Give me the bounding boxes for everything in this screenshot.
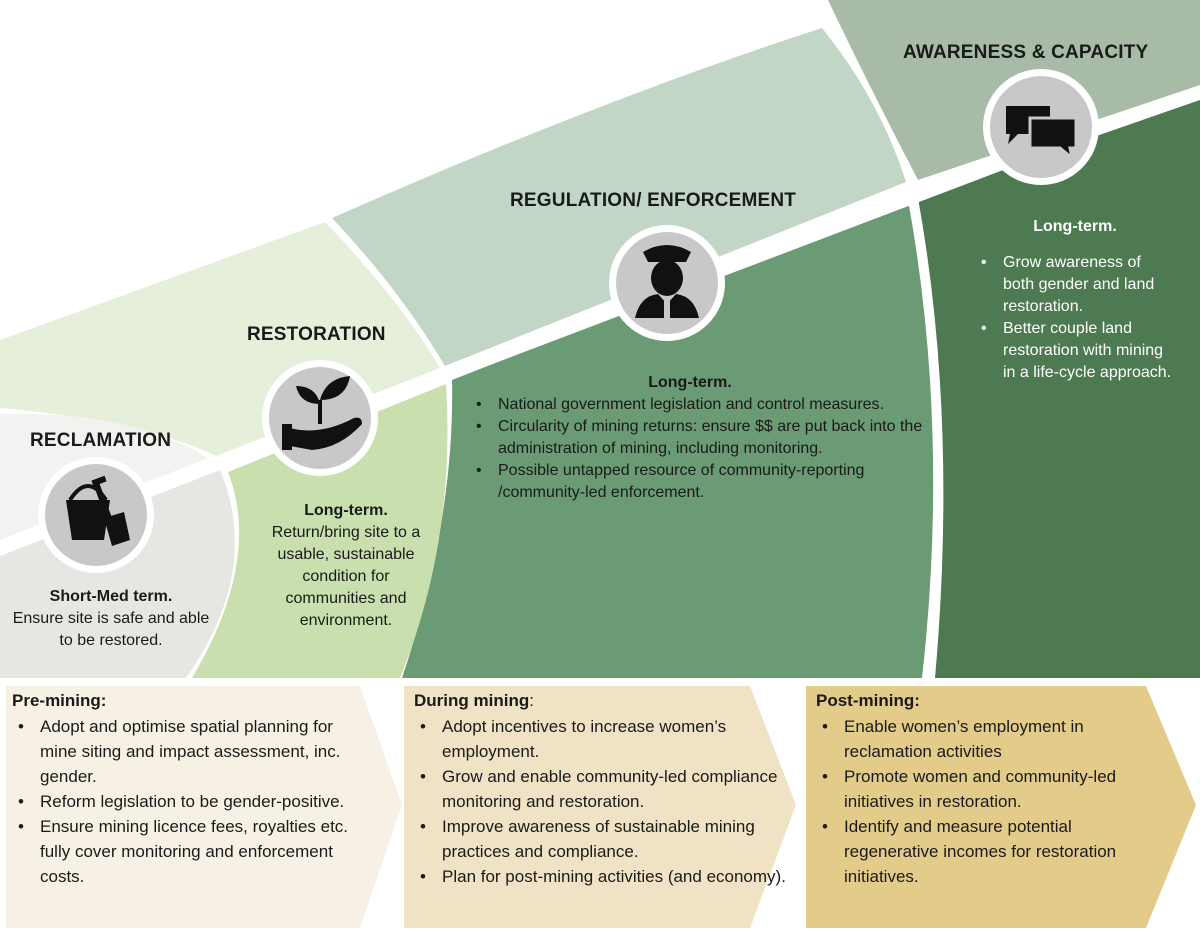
- during-mining-title-suffix: :: [529, 691, 534, 710]
- during-mining-bullets: Adopt incentives to increase women’s emp…: [414, 714, 786, 889]
- regulation-band-upper: [332, 28, 906, 366]
- post-mining-box: Post-mining: Enable women’s employment i…: [816, 690, 1156, 889]
- pre-mining-bullet: Ensure mining licence fees, royalties et…: [12, 814, 357, 889]
- reclamation-term: Short-Med term.: [49, 588, 173, 605]
- regulation-bullet: Circularity of mining returns: ensure $$…: [470, 416, 940, 460]
- post-mining-title: Post-mining:: [816, 691, 920, 710]
- post-mining-bullet: Enable women’s employment in reclamation…: [816, 714, 1156, 764]
- pre-mining-bullet: Adopt and optimise spatial planning for …: [12, 714, 357, 789]
- pre-mining-bullets: Adopt and optimise spatial planning for …: [12, 714, 357, 889]
- pre-mining-title: Pre-mining:: [12, 691, 107, 710]
- during-mining-box: During mining: Adopt incentives to incre…: [414, 690, 786, 889]
- hand-plant-icon: [282, 376, 362, 450]
- post-mining-bullet: Identify and measure potential regenerat…: [816, 814, 1156, 889]
- during-mining-bullet: Improve awareness of sustainable mining …: [414, 814, 786, 864]
- during-mining-bullet: Adopt incentives to increase women’s emp…: [414, 714, 786, 764]
- during-mining-bullet: Grow and enable community-led compliance…: [414, 764, 786, 814]
- reclamation-text: Ensure site is safe and able to be resto…: [12, 610, 210, 649]
- awareness-term: Long-term.: [1033, 218, 1117, 235]
- restoration-term: Long-term.: [304, 502, 388, 519]
- reclamation-description: Short-Med term. Ensure site is safe and …: [6, 586, 216, 652]
- awareness-band-lower: [918, 100, 1200, 678]
- awareness-bullet: Better couple land restoration with mini…: [975, 318, 1175, 384]
- awareness-bullet: Grow awareness of both gender and land r…: [975, 252, 1175, 318]
- reclamation-band-lower: [0, 470, 235, 678]
- during-mining-title-line: During mining:: [414, 690, 786, 712]
- restoration-text: Return/bring site to a usable, sustainab…: [271, 524, 421, 629]
- post-mining-bullet: Promote women and community-led initiati…: [816, 764, 1156, 814]
- pre-mining-box: Pre-mining: Adopt and optimise spatial p…: [12, 690, 357, 889]
- pre-mining-bullet: Reform legislation to be gender-positive…: [12, 789, 357, 814]
- speech-bubbles-icon: [1006, 106, 1078, 162]
- regulation-bullets: National government legislation and cont…: [470, 394, 940, 504]
- bucket-spade-icon: [66, 475, 130, 546]
- regulation-description: Long-term. National government legislati…: [470, 372, 940, 504]
- regulation-term: Long-term.: [648, 374, 732, 391]
- regulation-heading: REGULATION/ ENFORCEMENT: [510, 190, 797, 211]
- awareness-bullets: Grow awareness of both gender and land r…: [975, 252, 1175, 384]
- restoration-description: Long-term. Return/bring site to a usable…: [262, 500, 430, 632]
- regulation-bullet: National government legislation and cont…: [470, 394, 940, 416]
- police-officer-icon: [635, 245, 699, 318]
- restoration-heading: RESTORATION: [247, 324, 386, 345]
- restoration-band-lower: [192, 384, 448, 678]
- reclamation-heading: RECLAMATION: [30, 430, 172, 451]
- awareness-heading: AWARENESS & CAPACITY: [903, 42, 1149, 63]
- during-mining-title: During mining: [414, 691, 530, 710]
- awareness-description: Long-term. Grow awareness of both gender…: [975, 216, 1175, 384]
- regulation-bullet: Possible untapped resource of community-…: [470, 460, 940, 504]
- post-mining-bullets: Enable women’s employment in reclamation…: [816, 714, 1156, 889]
- during-mining-bullet: Plan for post-mining activities (and eco…: [414, 864, 786, 889]
